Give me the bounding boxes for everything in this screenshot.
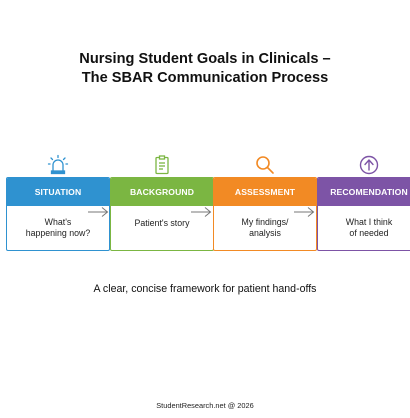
- situation-heading: SITUATION: [7, 178, 109, 206]
- assessment-heading: ASSESSMENT: [214, 178, 316, 206]
- recommendation-heading: RECOMENDATION: [318, 178, 410, 206]
- background-heading: BACKGROUND: [111, 178, 213, 206]
- recommendation-card: RECOMENDATION What I think of needed: [317, 177, 410, 251]
- assessment-text-line-1: My findings/: [241, 217, 289, 227]
- title-line-2: The SBAR Communication Process: [81, 70, 329, 86]
- assessment-text-line-2: analysis: [249, 228, 281, 238]
- footer-credit: StudentResearch.net @ 2026: [156, 401, 254, 410]
- assessment-card: ASSESSMENT My findings/ analysis: [213, 177, 317, 251]
- situation-text: What's happening now?: [7, 206, 109, 250]
- background-text-line-1: Patient's story: [134, 217, 190, 228]
- arrow-icon: [294, 207, 315, 217]
- arrow-icon: [191, 207, 212, 217]
- situation-card: SITUATION What's happening now?: [6, 177, 110, 251]
- sbar-flow: SITUATION What's happening now?: [0, 150, 410, 260]
- magnifier-icon: [247, 154, 283, 176]
- alarm-siren-icon: [40, 154, 76, 176]
- assessment-text: My findings/ analysis: [214, 206, 316, 250]
- background-card: BACKGROUND Patient's story: [110, 177, 214, 251]
- background-text: Patient's story: [111, 206, 213, 250]
- arrow-icon: [88, 207, 109, 217]
- title-line-1: Nursing Student Goals in Clinicals –: [79, 51, 331, 67]
- clipboard-icon: [144, 154, 180, 176]
- tagline: A clear, concise framework for patient h…: [93, 283, 317, 295]
- situation-text-line-2: happening now?: [25, 228, 91, 238]
- page-title: Nursing Student Goals in Clinicals – The…: [0, 50, 410, 88]
- recommendation-text-line-2: of needed: [349, 228, 389, 238]
- recommendation-text: What I think of needed: [318, 206, 410, 250]
- up-arrow-circle-icon: [351, 154, 387, 176]
- situation-text-line-1: What's: [44, 217, 72, 227]
- recommendation-text-line-1: What I think: [345, 217, 393, 227]
